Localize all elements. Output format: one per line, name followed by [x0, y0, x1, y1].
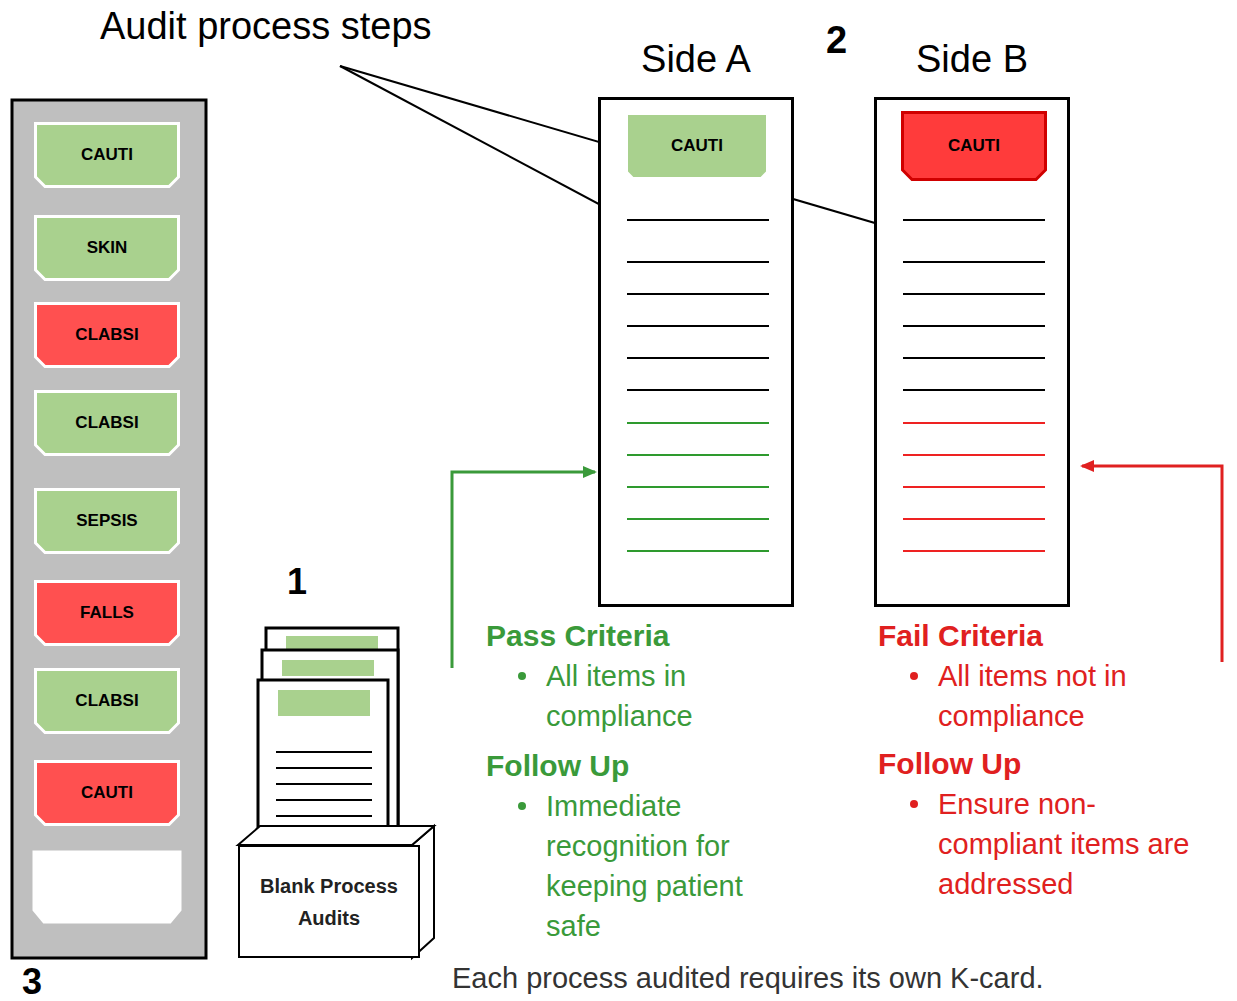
box-label: FALLS: [80, 603, 134, 623]
fail-arrow: [1082, 466, 1222, 662]
process-tab: CAUTI: [901, 111, 1047, 181]
follow-up-heading-text: Follow Up: [486, 749, 629, 782]
k-card: Side BCAUTI: [874, 97, 1070, 607]
process-tab: CAUTI: [628, 115, 766, 177]
bullet-dot: [518, 672, 526, 680]
callout-number-text: 3: [22, 961, 42, 1001]
follow-up-item: Immediate recognition for keeping patien…: [546, 786, 781, 946]
box-label: CLABSI: [75, 413, 138, 433]
bullet-dot: [910, 800, 918, 808]
process-tab: CLABSI: [34, 390, 180, 456]
box-label: CAUTI: [81, 145, 133, 165]
process-tab: CAUTI: [34, 122, 180, 188]
k-card: Side ACAUTI: [598, 97, 794, 607]
card-stack: [238, 628, 434, 958]
process-tab: CLABSI: [34, 302, 180, 368]
box-label: CLABSI: [75, 325, 138, 345]
callout-number: 3: [22, 962, 42, 1001]
criteria-heading-text: Fail Criteria: [878, 619, 1043, 652]
callout-number-text: 2: [826, 19, 847, 61]
criteria-item: All items in compliance: [546, 656, 736, 736]
bullet-dot: [910, 672, 918, 680]
criteria-item: All items not in compliance: [938, 656, 1198, 736]
box-label: CAUTI: [948, 136, 1000, 156]
process-tab: CAUTI: [34, 760, 180, 826]
process-tab: SKIN: [34, 215, 180, 281]
bullet-dot: [518, 802, 526, 810]
process-tab: FALLS: [34, 580, 180, 646]
follow-up-item: Ensure non-compliant items are addressed: [938, 784, 1198, 904]
callout-number-text: 1: [287, 561, 307, 602]
box-label: Blank Process Audits: [240, 870, 418, 934]
box-label: CLABSI: [75, 691, 138, 711]
criteria-item-text: All items not in compliance: [938, 660, 1127, 732]
card-rack: [12, 100, 206, 958]
blank-tab: [34, 852, 180, 922]
callout-text-text: Audit process steps: [100, 5, 432, 47]
side-heading: Side B: [837, 38, 1107, 81]
audit-box: Blank Process Audits: [238, 845, 420, 958]
caption-note: Each process audited requires its own K-…: [452, 958, 1044, 998]
process-tab: SEPSIS: [34, 488, 180, 554]
follow-up-heading: Follow Up: [486, 746, 629, 786]
box-label: CAUTI: [81, 783, 133, 803]
criteria-heading: Fail Criteria: [878, 616, 1043, 656]
follow-up-heading: Follow Up: [878, 744, 1021, 784]
callout-number: 2: [826, 20, 847, 60]
process-tab: CLABSI: [34, 668, 180, 734]
follow-up-item-text: Ensure non-compliant items are addressed: [938, 788, 1189, 900]
criteria-heading-text: Pass Criteria: [486, 619, 669, 652]
box-label: CAUTI: [671, 136, 723, 156]
caption-note-text: Each process audited requires its own K-…: [452, 962, 1044, 994]
side-heading: Side A: [561, 38, 831, 81]
follow-up-item-text: Immediate recognition for keeping patien…: [546, 790, 743, 942]
box-label: SEPSIS: [76, 511, 137, 531]
callout-number: 1: [287, 562, 307, 602]
callout-text: Audit process steps: [100, 6, 432, 46]
criteria-heading: Pass Criteria: [486, 616, 669, 656]
follow-up-heading-text: Follow Up: [878, 747, 1021, 780]
criteria-item-text: All items in compliance: [546, 660, 693, 732]
box-label: SKIN: [87, 238, 128, 258]
